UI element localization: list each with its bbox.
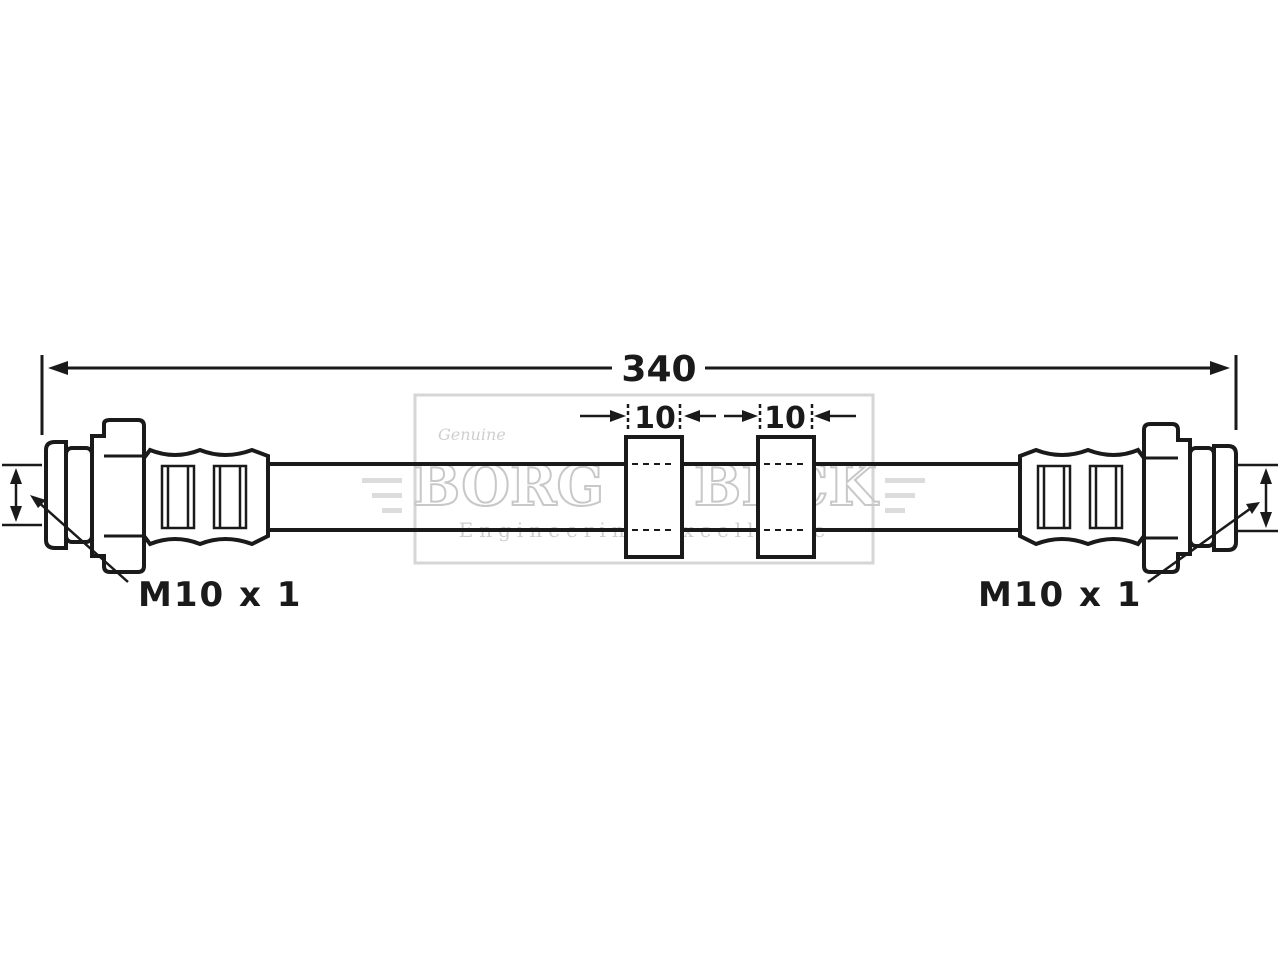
clip-arrow-right-icon bbox=[684, 410, 700, 422]
thread-dimension-left bbox=[2, 463, 42, 527]
thread-leader-right bbox=[1147, 502, 1260, 584]
thread-leader-left bbox=[30, 495, 129, 583]
leader-arrow-icon bbox=[30, 495, 46, 508]
clip-width-label-left: 10 bbox=[634, 401, 676, 436]
fitting-left-crimp-sleeve bbox=[142, 447, 270, 547]
overall-length-dimension bbox=[40, 355, 1238, 435]
arrow-left-icon bbox=[48, 361, 68, 375]
thread-arrow-down-icon bbox=[10, 506, 22, 522]
fitting-right bbox=[1018, 422, 1238, 574]
fitting-right-collar bbox=[1188, 446, 1216, 548]
fitting-left-nose bbox=[44, 440, 68, 550]
watermark-script: Genuine bbox=[438, 425, 506, 444]
fitting-left-collar bbox=[64, 446, 94, 544]
fitting-right-nose bbox=[1212, 444, 1238, 552]
clip-left bbox=[624, 435, 684, 559]
fitting-right-crimp-marks bbox=[1036, 464, 1124, 530]
clip-arrow-left-icon bbox=[610, 410, 626, 422]
clip-right bbox=[756, 435, 816, 559]
thread-dimension-right bbox=[1238, 463, 1278, 533]
thread-arrow-down-icon bbox=[1260, 512, 1272, 528]
fitting-left-crimp-marks bbox=[160, 464, 248, 530]
thread-spec-left: M10 x 1 bbox=[138, 575, 302, 615]
clip-dimension-left bbox=[580, 404, 716, 430]
fitting-left bbox=[44, 418, 270, 574]
thread-arrow-up-icon bbox=[1260, 468, 1272, 484]
thread-spec-right: M10 x 1 bbox=[978, 575, 1142, 615]
watermark-bars-left bbox=[362, 478, 402, 513]
thread-arrow-up-icon bbox=[10, 468, 22, 484]
watermark-bars-right bbox=[885, 478, 925, 513]
fitting-right-hex-nut bbox=[1142, 422, 1192, 574]
clip-width-label-right: 10 bbox=[764, 401, 806, 436]
clip-dimension-right bbox=[724, 404, 856, 430]
overall-length-label: 340 bbox=[621, 349, 696, 390]
fitting-left-hex-nut bbox=[90, 418, 146, 574]
leader-arrow-icon bbox=[1246, 502, 1260, 514]
arrow-right-icon bbox=[1210, 361, 1230, 375]
clip-arrow-right-icon bbox=[814, 410, 830, 422]
watermark-frame bbox=[413, 393, 875, 565]
clip-arrow-left-icon bbox=[742, 410, 758, 422]
